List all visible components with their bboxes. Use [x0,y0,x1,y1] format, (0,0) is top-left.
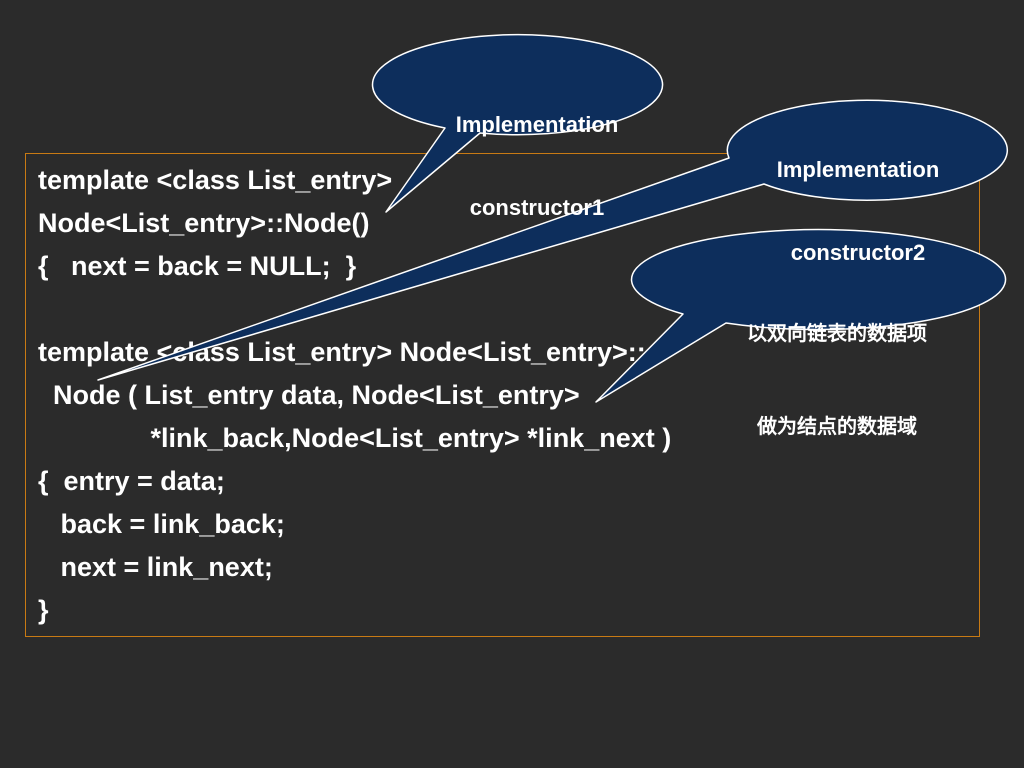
code-line-5: template <class List_entry> Node<List_en… [38,337,646,367]
code-line-8: { entry = data; [38,466,225,496]
code-line-10: next = link_next; [38,552,273,582]
code-line-3: { next = back = NULL; } [38,251,357,281]
code-line-9: back = link_back; [38,509,285,539]
callout-node-data: 以双向链表的数据项 做为结点的数据域 [650,256,1024,473]
callout-constructor1-line1: Implementation [455,112,619,137]
callout-constructor2-bubble [97,99,1009,381]
callout-constructor1-line2: constructor1 [469,194,605,220]
callout-node-data-bubble [595,228,1007,403]
code-line-11: } [38,595,49,625]
callout-node-data-line1: 以双向链表的数据项 [747,321,927,345]
code-line-1: template <class List_entry> [38,165,393,195]
code-box: template <class List_entry> Node<List_en… [25,153,980,637]
code-line-7: *link_back,Node<List_entry> *link_next ) [38,423,672,453]
callout-constructor1-bubble [371,33,664,213]
callout-constructor2-line1: Implementation [776,157,940,182]
callout-node-data-line2: 做为结点的数据域 [757,414,917,438]
code-line-6: Node ( List_entry data, Node<List_entry> [38,380,580,410]
code-line-2: Node<List_entry>::Node() [38,208,370,238]
callout-constructor1: Implementation constructor1 [392,56,682,249]
callout-constructor2: Implementation constructor2 [718,101,998,294]
callout-constructor2-line2: constructor2 [790,239,926,265]
